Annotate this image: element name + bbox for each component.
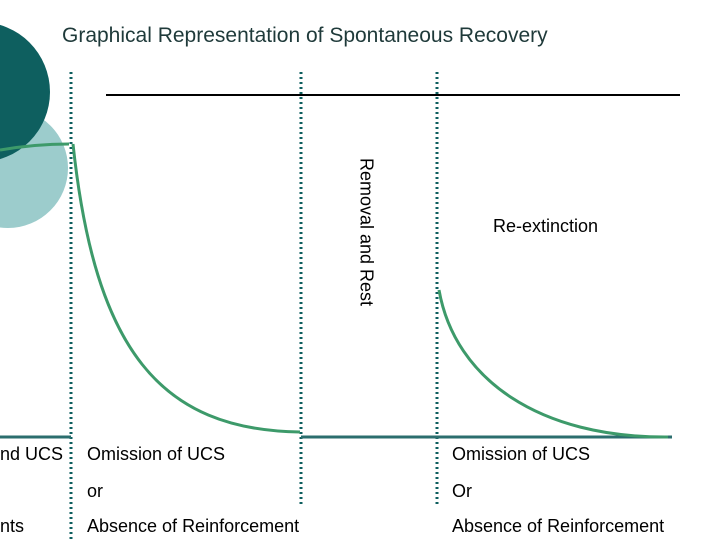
re-extinction-curve (437, 289, 669, 439)
re-extinction-label: Re-extinction (493, 216, 599, 236)
slide-title: Graphical Representation of Spontaneous … (62, 24, 548, 47)
extinction-curve (71, 143, 301, 434)
right-or-label: Or (452, 481, 472, 501)
left-partial-line1: nd UCS (0, 444, 64, 464)
left-partial-line2: nts (0, 516, 25, 536)
dark-teal-circle (0, 24, 50, 160)
removal-rest-label: Removal and Rest (356, 157, 377, 307)
middle-absence-label: Absence of Reinforcement (87, 516, 300, 536)
middle-or-label: or (87, 481, 104, 501)
acquisition-curve (0, 142, 70, 152)
right-absence-label: Absence of Reinforcement (452, 516, 665, 536)
middle-omission-label: Omission of UCS (87, 444, 226, 464)
right-omission-label: Omission of UCS (452, 444, 591, 464)
